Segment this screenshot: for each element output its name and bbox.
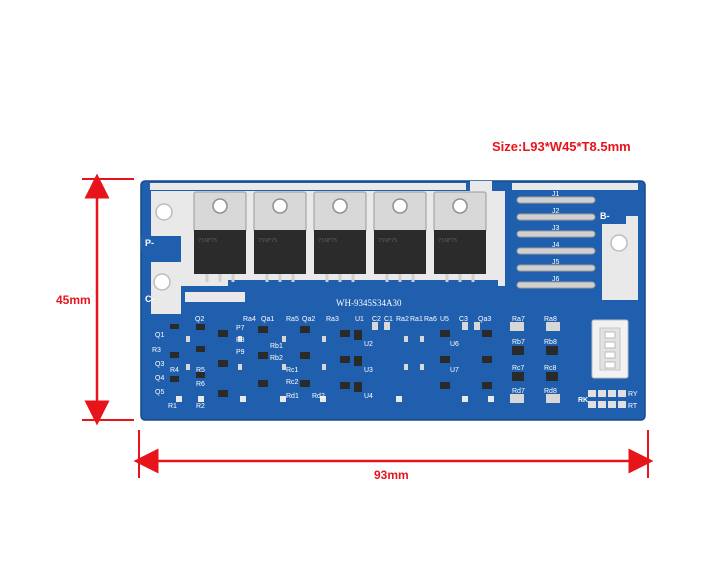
silkscreen-labels: Q1 Q2 Ra4 Ra5 Qa1 Qa2 Ra3 U1 C2 C1 Ra2 R… xyxy=(152,316,557,410)
svg-text:75NF75: 75NF75 xyxy=(378,238,397,244)
silk-label: Q2 xyxy=(195,316,204,323)
silk-label: Q1 xyxy=(155,332,164,339)
silk-label: Ra2 xyxy=(396,316,409,323)
silk-label: U4 xyxy=(364,393,373,400)
ry-label: RY xyxy=(628,391,638,398)
silk-label: Ra5 xyxy=(286,316,299,323)
jumper-label: J4 xyxy=(552,242,560,249)
smd-components xyxy=(170,322,560,403)
silk-label: U2 xyxy=(364,341,373,348)
silk-label: Rb1 xyxy=(270,343,283,350)
height-dimension-arrow xyxy=(82,173,134,426)
silk-label: Q5 xyxy=(155,389,164,396)
mosfet-2: 75NF75 xyxy=(253,191,307,282)
jumper-label: J5 xyxy=(552,259,560,266)
silk-label: Ra1 xyxy=(410,316,423,323)
silk-label: U1 xyxy=(355,316,364,323)
silk-label: C2 xyxy=(372,316,381,323)
svg-text:75NF75: 75NF75 xyxy=(198,238,217,244)
silk-label: Rd1 xyxy=(286,393,299,400)
silk-label: P8 xyxy=(236,337,245,344)
silk-label: U6 xyxy=(450,341,459,348)
silk-label: Ra7 xyxy=(512,316,525,323)
test-pads: RK RY RT xyxy=(578,390,638,410)
jumper-label: J2 xyxy=(552,208,560,215)
board-model: WH-9345S34A30 xyxy=(336,298,402,308)
silk-label: P7 xyxy=(236,325,245,332)
height-dimension-label: 45mm xyxy=(56,293,91,307)
silk-label: R1 xyxy=(168,403,177,410)
silk-label: Ra6 xyxy=(424,316,437,323)
silk-label: R4 xyxy=(170,367,179,374)
p-minus-label: P- xyxy=(145,238,154,248)
svg-text:75NF75: 75NF75 xyxy=(258,238,277,244)
silk-label: Rd7 xyxy=(512,388,525,395)
silk-label: Rb2 xyxy=(270,355,283,362)
silk-label: R2 xyxy=(196,403,205,410)
silk-label: Rb8 xyxy=(544,339,557,346)
balance-connector xyxy=(591,319,629,379)
mosfet-4: 75NF75 xyxy=(373,191,427,282)
silk-label: Rc2 xyxy=(286,379,299,386)
rt-label: RT xyxy=(628,403,638,410)
svg-text:75NF75: 75NF75 xyxy=(438,238,457,244)
silk-label: Ra8 xyxy=(544,316,557,323)
c-minus-label: C- xyxy=(145,294,155,304)
b-minus-label: B- xyxy=(600,211,610,221)
silk-label: Rc1 xyxy=(286,367,299,374)
silk-label: Qa2 xyxy=(302,316,315,323)
silk-label: U5 xyxy=(440,316,449,323)
jumper-wires: J1 J2 J3 J4 J5 J6 xyxy=(512,191,596,296)
silk-label: Q4 xyxy=(155,375,164,382)
silk-label: C1 xyxy=(384,316,393,323)
mosfet-1: 75NF75 xyxy=(193,191,247,282)
silk-label: Q3 xyxy=(155,361,164,368)
silk-label: Rc7 xyxy=(512,365,525,372)
silk-label: Ra3 xyxy=(326,316,339,323)
rk-label: RK xyxy=(578,397,588,404)
silk-label: U7 xyxy=(450,367,459,374)
jumper-label: J3 xyxy=(552,225,560,232)
silk-label: Ra4 xyxy=(243,316,256,323)
silk-label: Qa1 xyxy=(261,316,274,323)
silk-label: Rc8 xyxy=(544,365,557,372)
silk-label: R6 xyxy=(196,381,205,388)
jumper-label: J1 xyxy=(552,191,560,198)
size-label: Size:L93*W45*T8.5mm xyxy=(492,139,631,154)
silk-label: R5 xyxy=(196,367,205,374)
jumper-label: J6 xyxy=(552,276,560,283)
silk-label: Qa3 xyxy=(478,316,491,323)
silk-label: U3 xyxy=(364,367,373,374)
silk-label: C3 xyxy=(459,316,468,323)
silk-label: R3 xyxy=(152,347,161,354)
silk-label: Rb7 xyxy=(512,339,525,346)
silk-label: Rd8 xyxy=(544,388,557,395)
svg-text:75NF75: 75NF75 xyxy=(318,238,337,244)
mosfet-5: 75NF75 xyxy=(433,191,487,282)
silk-label: Rd2 xyxy=(312,393,325,400)
mosfet-3: 75NF75 xyxy=(313,191,367,282)
mosfet-row: 75NF75 75NF75 75NF75 75NF7 xyxy=(193,191,487,282)
silk-label: P9 xyxy=(236,349,245,356)
width-dimension-arrow xyxy=(133,430,654,478)
